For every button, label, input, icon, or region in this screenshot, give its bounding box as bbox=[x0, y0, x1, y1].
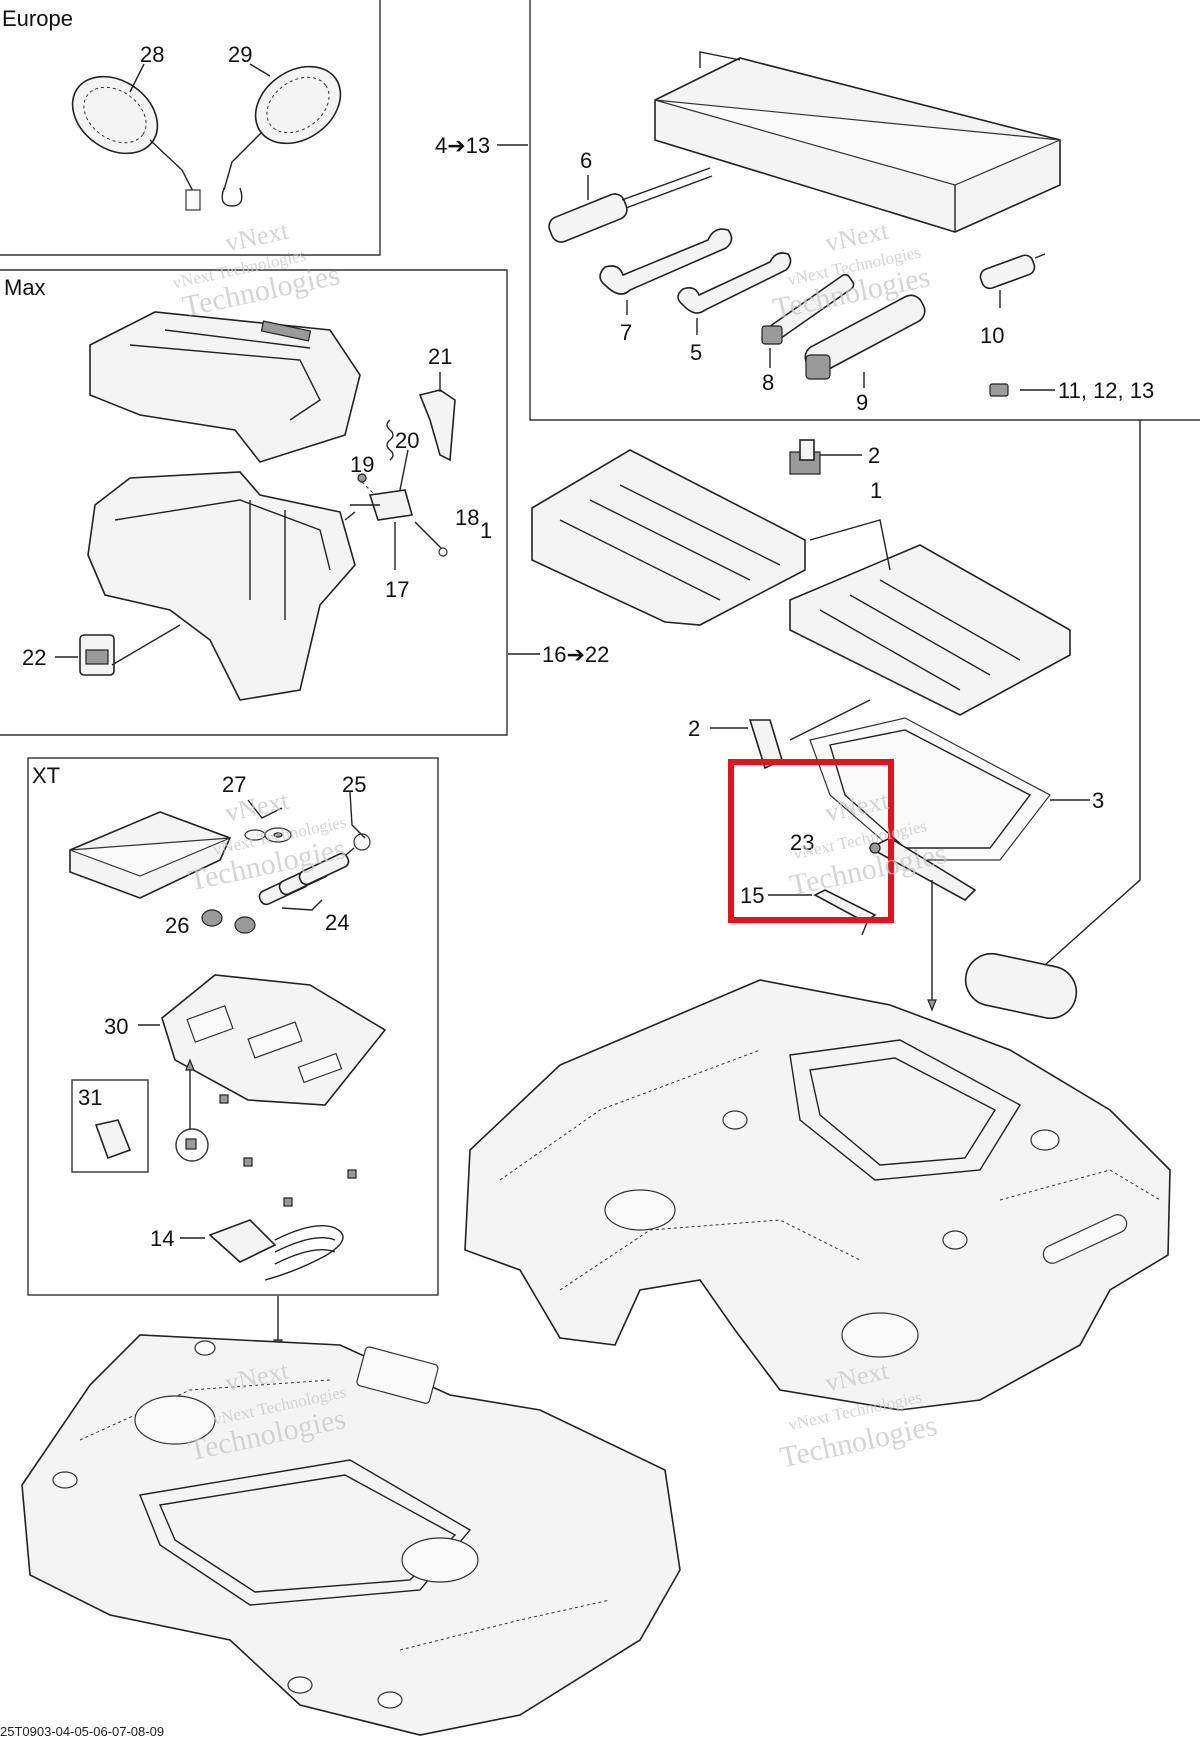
callout-30: 30 bbox=[104, 1014, 128, 1039]
max-storage-lid bbox=[89, 311, 361, 463]
callout-11-12-13: 11, 12, 13 bbox=[1058, 378, 1154, 403]
callout-22: 22 bbox=[22, 645, 46, 670]
bolts-24 bbox=[258, 852, 350, 906]
xt-frame: XT bbox=[27, 757, 439, 1296]
clip-box-31 bbox=[71, 1079, 149, 1173]
section-title-max: Max bbox=[4, 275, 46, 300]
bracket-2a bbox=[789, 439, 821, 475]
callout-25: 25 bbox=[342, 772, 366, 797]
callout-23: 23 bbox=[790, 830, 814, 855]
callout-10: 10 bbox=[980, 323, 1004, 348]
callout-1b: 1 bbox=[870, 478, 882, 503]
spark-plug-tool bbox=[804, 294, 926, 380]
clip-22 bbox=[79, 634, 115, 676]
fuse-holder bbox=[979, 253, 1046, 290]
diagram-code: 25T0903-04-05-06-07-08-09 bbox=[0, 1724, 164, 1739]
wrench-large bbox=[599, 228, 733, 295]
callout-31: 31 bbox=[78, 1085, 102, 1110]
rear-fender-large bbox=[464, 979, 1171, 1411]
callout-19: 19 bbox=[350, 452, 374, 477]
callout-20: 20 bbox=[395, 428, 419, 453]
callout-7: 7 bbox=[620, 320, 632, 345]
callout-14: 14 bbox=[150, 1226, 174, 1251]
callout-26: 26 bbox=[165, 913, 189, 938]
strap-15 bbox=[813, 889, 877, 936]
callout-28: 28 bbox=[140, 42, 164, 67]
section-title-xt: XT bbox=[32, 763, 60, 788]
socket-wrench bbox=[761, 273, 855, 345]
spring-20 bbox=[386, 419, 394, 461]
rack-upper bbox=[531, 449, 806, 626]
callout-24: 24 bbox=[325, 910, 349, 935]
hinge-17 bbox=[368, 489, 414, 521]
latch-21 bbox=[418, 389, 456, 462]
callout-29: 29 bbox=[228, 42, 252, 67]
mirror-left bbox=[71, 75, 201, 211]
fuse bbox=[989, 383, 1009, 397]
nuts-26 bbox=[201, 909, 256, 934]
callout-15: 15 bbox=[740, 883, 764, 908]
callout-27: 27 bbox=[222, 772, 246, 797]
max-frame: Max bbox=[0, 269, 508, 736]
rack-lower bbox=[789, 544, 1071, 716]
max-storage-tub bbox=[87, 471, 356, 701]
xt-tray-lid bbox=[69, 811, 232, 899]
section-title-europe: Europe bbox=[2, 6, 73, 31]
gasket-3 bbox=[809, 717, 1051, 861]
callout-5: 5 bbox=[690, 340, 702, 365]
callout-4-13: 4➔13 bbox=[435, 133, 490, 158]
callout-16-22: 16➔22 bbox=[542, 642, 609, 667]
watermark-1: vNext vNext Technologies Technologies bbox=[171, 216, 343, 324]
harness-14 bbox=[208, 1219, 344, 1281]
tube-container bbox=[964, 952, 1078, 1020]
xt-plate-30 bbox=[161, 974, 387, 1106]
tool-bag bbox=[654, 51, 1061, 233]
callout-17: 17 bbox=[385, 577, 409, 602]
tool-kit-frame bbox=[529, 0, 1200, 421]
callout-3: 3 bbox=[1092, 788, 1104, 813]
callout-2b: 2 bbox=[688, 716, 700, 741]
callout-21: 21 bbox=[428, 344, 452, 369]
callout-8: 8 bbox=[762, 370, 774, 395]
highlight-box bbox=[728, 759, 894, 923]
callout-2a: 2 bbox=[868, 443, 880, 468]
callout-1a: 1 bbox=[480, 518, 492, 543]
latch-plate-23 bbox=[868, 837, 977, 901]
mirror-right bbox=[221, 65, 342, 207]
washer-27 bbox=[244, 827, 292, 843]
screwdriver bbox=[548, 167, 713, 243]
europe-frame: Europe bbox=[0, 0, 381, 256]
rear-fender-xt bbox=[21, 1334, 681, 1736]
callout-6: 6 bbox=[580, 148, 592, 173]
callout-18: 18 bbox=[455, 505, 479, 530]
wrench-small bbox=[677, 252, 792, 314]
callout-9: 9 bbox=[856, 390, 868, 415]
